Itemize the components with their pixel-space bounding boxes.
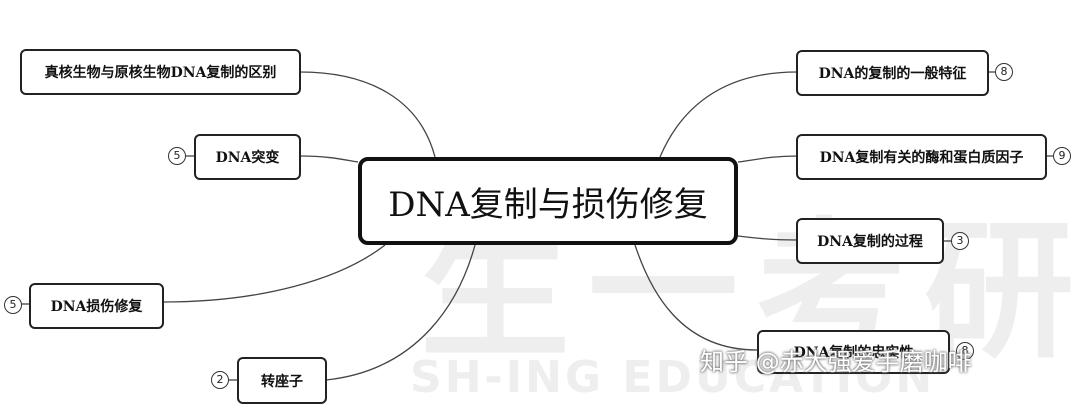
footer-attribution: 知乎 @赤大强爱手磨咖啡	[700, 348, 972, 376]
badge-replication-fidelity: 8	[956, 342, 974, 360]
line-transposon	[325, 244, 476, 381]
line-damage-repair	[162, 244, 386, 303]
badge-transposon: 2	[211, 371, 229, 389]
node-enzymes-proteins[interactable]: DNA复制有关的酶和蛋白质因子	[796, 134, 1047, 180]
node-dna-mutation[interactable]: DNA突变	[194, 134, 301, 180]
node-dna-damage-repair[interactable]: DNA损伤修复	[29, 283, 164, 329]
badge-mutation: 5	[168, 147, 186, 165]
line-enzymes	[737, 155, 798, 163]
badge-damage-repair: 5	[4, 296, 22, 314]
line-process	[737, 235, 798, 241]
badge-enzymes-proteins: 9	[1053, 147, 1071, 165]
node-replication-fidelity[interactable]: DNA复制的忠实性	[757, 330, 950, 374]
line-fidelity	[634, 244, 758, 351]
node-general-features[interactable]: DNA的复制的一般特征	[796, 50, 989, 96]
node-eukaryote-vs-prokaryote[interactable]: 真核生物与原核生物DNA复制的区别	[20, 49, 301, 95]
line-mutation	[299, 155, 359, 163]
central-topic[interactable]: DNA复制与损伤修复	[358, 157, 738, 245]
line-general	[659, 71, 798, 158]
node-replication-process[interactable]: DNA复制的过程	[796, 218, 944, 264]
badge-general-features: 8	[995, 63, 1013, 81]
badge-replication-process: 3	[951, 232, 969, 250]
line-eukaryote	[299, 71, 436, 158]
node-transposon[interactable]: 转座子	[237, 357, 327, 404]
